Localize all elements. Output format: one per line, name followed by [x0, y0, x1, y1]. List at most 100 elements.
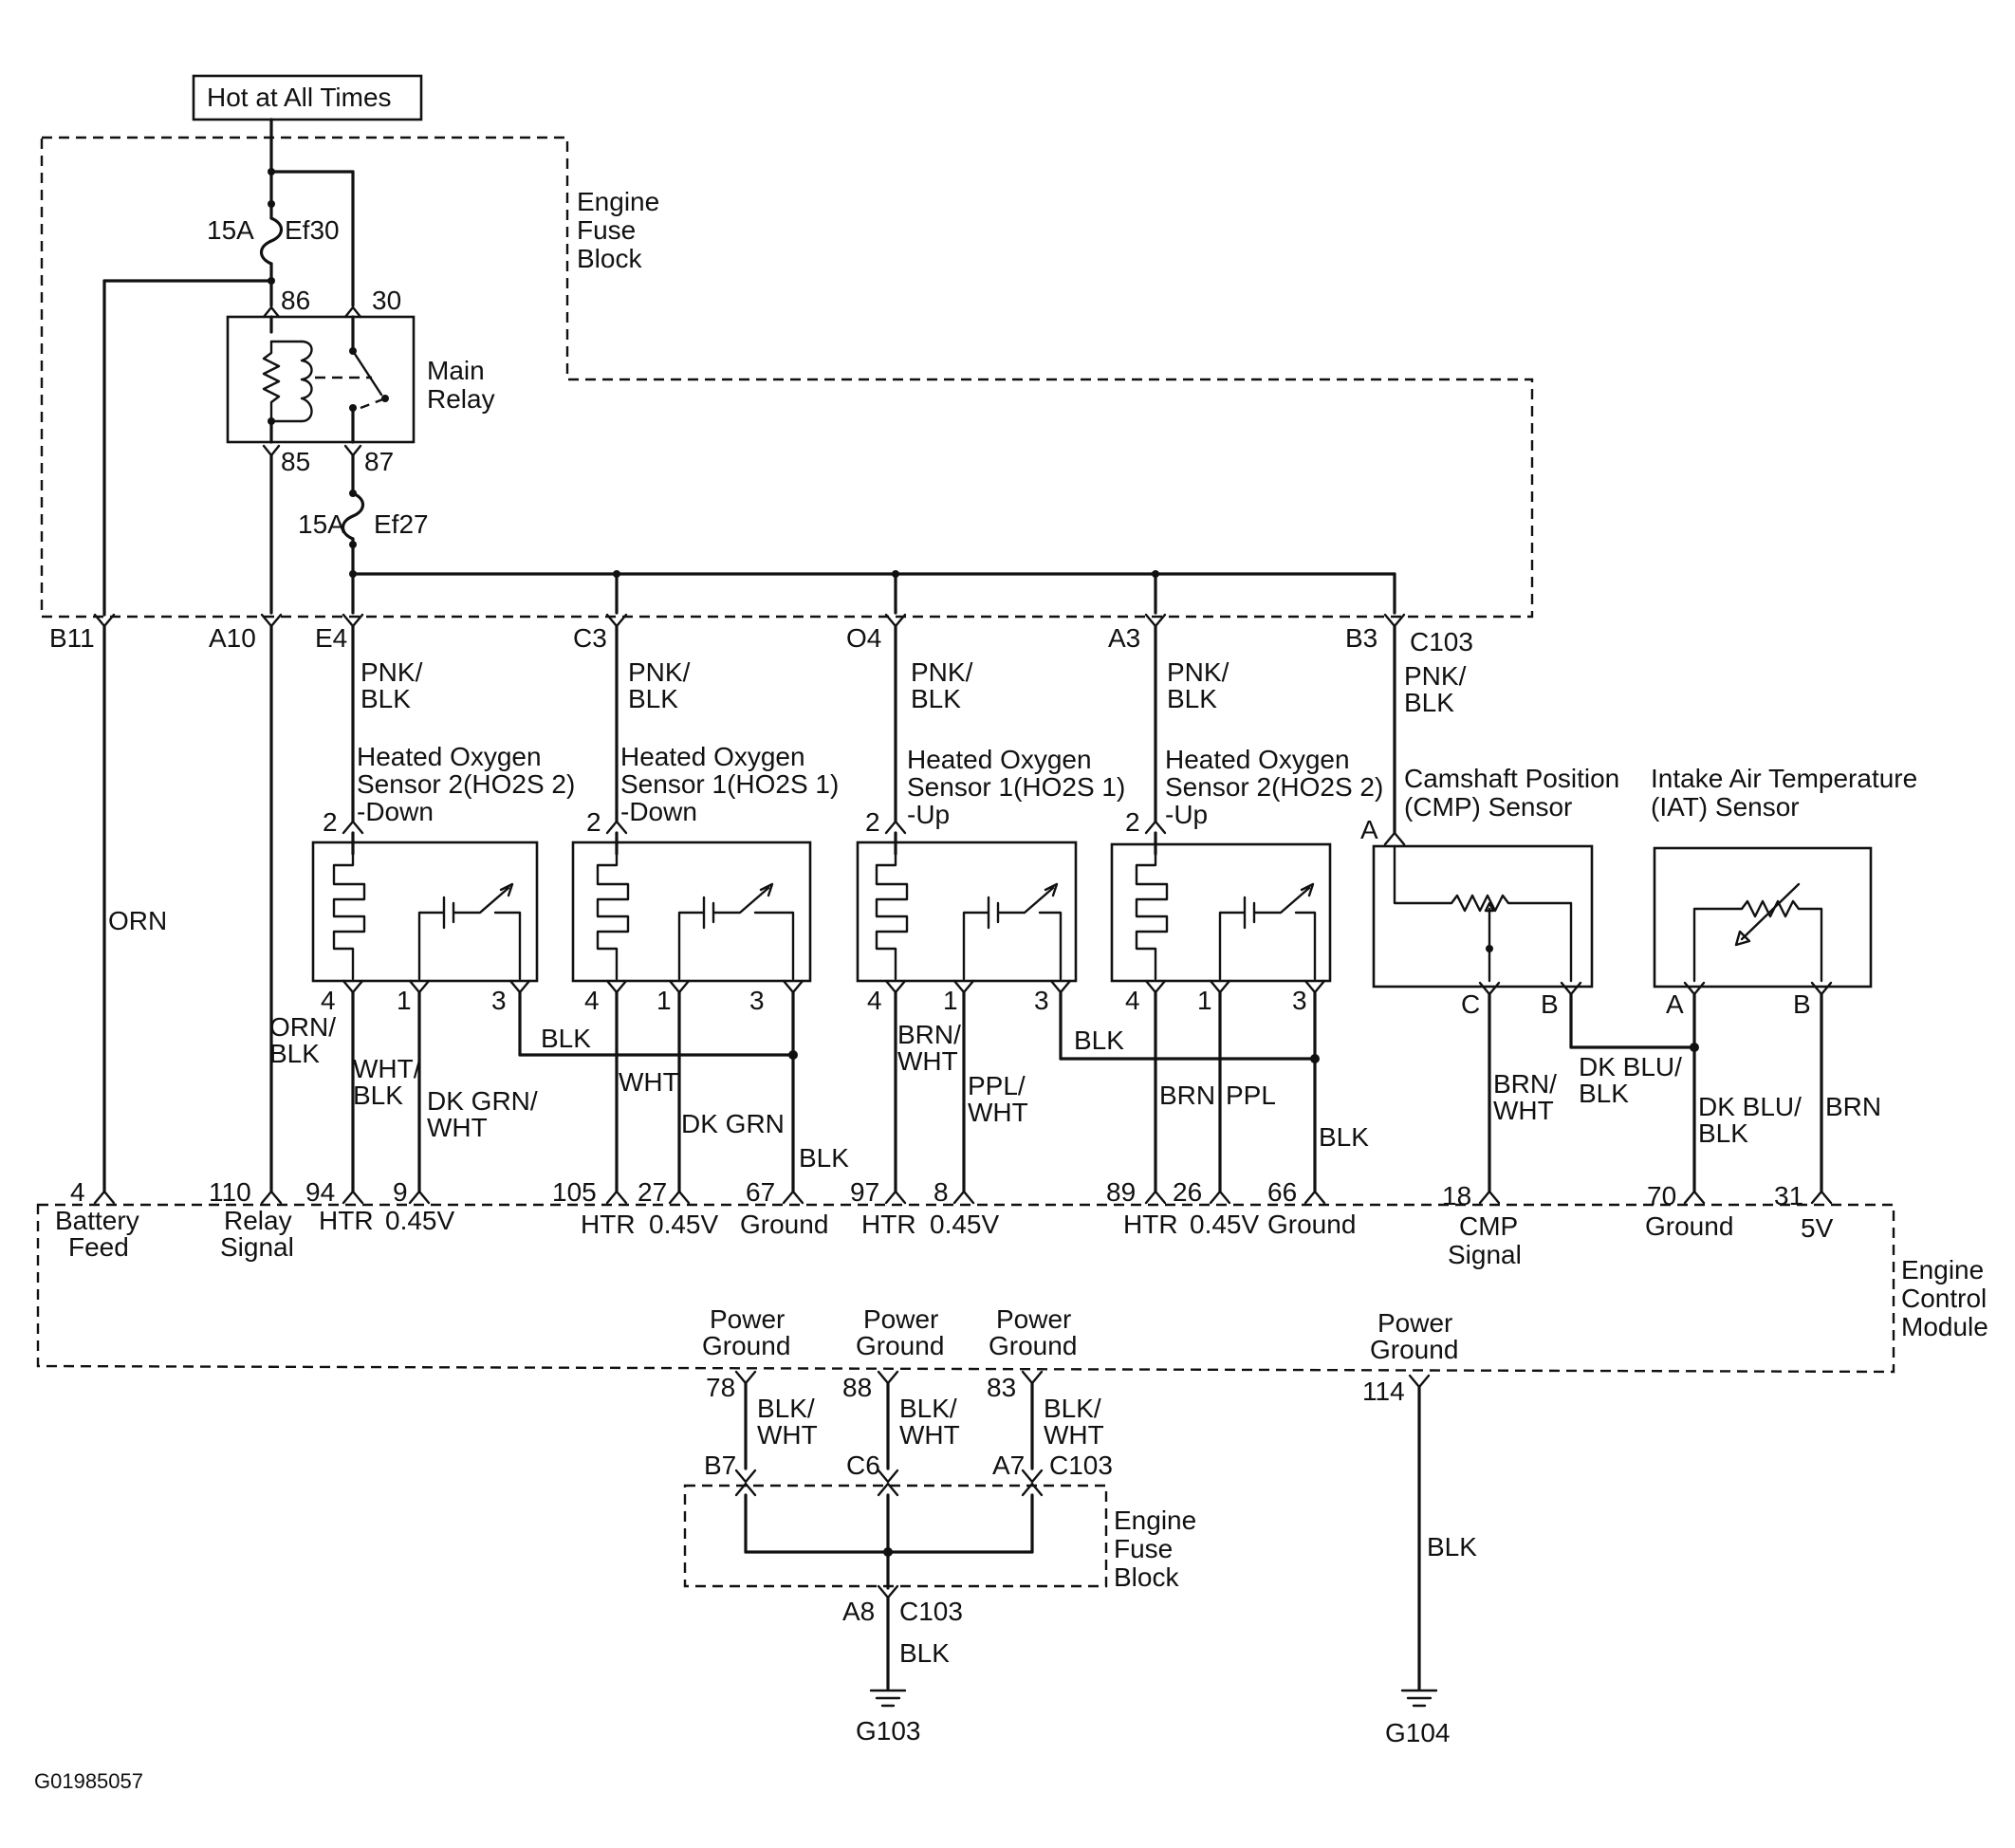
svg-text:BRN: BRN — [1159, 1081, 1215, 1110]
svg-text:-Up: -Up — [1165, 800, 1208, 829]
svg-text:0.45V: 0.45V — [649, 1210, 718, 1239]
terminal-a8: A8 — [842, 1597, 875, 1626]
main-relay — [226, 305, 416, 457]
svg-text:PNK/: PNK/ — [360, 657, 423, 687]
power-ground-labels: Power Ground Power Ground Power Ground P… — [702, 1304, 1458, 1364]
hot-at-all-times-box: Hot at All Times — [192, 74, 423, 121]
relay-signal-wire-color-2: BLK — [269, 1039, 320, 1068]
svg-text:BLK/: BLK/ — [899, 1394, 957, 1423]
svg-text:WHT/: WHT/ — [353, 1054, 421, 1083]
ho2s-1-down-sensor: Heated Oxygen Sensor 1(HO2S 1) -Down 2 4… — [571, 742, 839, 1015]
terminal-a8-connector: C103 — [899, 1597, 963, 1626]
svg-text:105: 105 — [552, 1177, 597, 1207]
lower-engine-fuse-block-outline — [683, 1484, 1108, 1588]
svg-text:Sensor 2(HO2S 2): Sensor 2(HO2S 2) — [357, 769, 575, 799]
engine-control-module-label: Engine Control Module — [1901, 1255, 1988, 1341]
terminal-e4: E4 — [315, 623, 347, 653]
iat-sensor: Intake Air Temperature (IAT) Sensor A B — [1651, 764, 1917, 1019]
svg-text:2: 2 — [586, 807, 601, 837]
svg-text:94: 94 — [305, 1177, 335, 1207]
svg-text:C: C — [1461, 989, 1480, 1019]
svg-text:-Down: -Down — [357, 797, 434, 826]
svg-text:A: A — [1666, 989, 1684, 1019]
svg-text:97: 97 — [850, 1177, 879, 1207]
feed-wires — [102, 118, 355, 617]
svg-text:Ground: Ground — [989, 1331, 1077, 1360]
engine-fuse-block-label: Engine Fuse Block — [577, 187, 659, 273]
svg-text:Ground: Ground — [1645, 1211, 1733, 1241]
relay-pin-87: 87 — [364, 447, 394, 476]
svg-text:Heated Oxygen: Heated Oxygen — [907, 745, 1092, 774]
svg-text:Heated Oxygen: Heated Oxygen — [1165, 745, 1350, 774]
svg-text:0.45V: 0.45V — [930, 1210, 999, 1239]
svg-text:BLK/: BLK/ — [757, 1394, 815, 1423]
svg-text:(CMP) Sensor: (CMP) Sensor — [1404, 792, 1572, 822]
svg-text:Fuse: Fuse — [1114, 1534, 1173, 1563]
svg-text:4: 4 — [70, 1177, 85, 1207]
svg-text:A: A — [1360, 815, 1378, 844]
svg-text:BLK: BLK — [541, 1024, 591, 1053]
svg-text:HTR: HTR — [319, 1206, 374, 1235]
svg-text:WHT: WHT — [1044, 1420, 1104, 1450]
svg-text:Ground: Ground — [1370, 1335, 1458, 1364]
svg-text:BLK: BLK — [1074, 1026, 1124, 1055]
svg-text:4: 4 — [1125, 986, 1140, 1015]
svg-text:-Up: -Up — [907, 800, 950, 829]
svg-text:HTR: HTR — [861, 1210, 916, 1239]
svg-text:1: 1 — [943, 986, 958, 1015]
svg-text:DK BLU/: DK BLU/ — [1579, 1052, 1682, 1081]
lower-fuse-block-terminals: B7 C6 A7 C103 — [704, 1451, 1113, 1480]
svg-text:BLK/: BLK/ — [1044, 1394, 1101, 1423]
terminal-a10: A10 — [209, 623, 256, 653]
svg-text:3: 3 — [491, 986, 507, 1015]
figure-id: G01985057 — [34, 1769, 143, 1793]
relay-pin-85: 85 — [281, 447, 310, 476]
svg-text:B: B — [1541, 989, 1559, 1019]
svg-text:(IAT) Sensor: (IAT) Sensor — [1651, 792, 1800, 822]
svg-text:Sensor 2(HO2S 2): Sensor 2(HO2S 2) — [1165, 772, 1383, 802]
svg-text:Block: Block — [577, 244, 642, 273]
hot-at-all-times-label: Hot at All Times — [207, 83, 392, 112]
svg-text:Battery: Battery — [55, 1206, 139, 1235]
svg-text:89: 89 — [1106, 1177, 1136, 1207]
svg-text:66: 66 — [1267, 1177, 1297, 1207]
svg-text:Ground: Ground — [702, 1331, 790, 1360]
fuse-ef30-name: Ef30 — [285, 215, 340, 245]
ho2s-2-up-sensor: Heated Oxygen Sensor 2(HO2S 2) -Up 2 4 1… — [1110, 745, 1383, 1015]
main-relay-label-1: Main — [427, 356, 485, 385]
svg-text:BLK: BLK — [911, 684, 961, 713]
svg-text:DK GRN: DK GRN — [681, 1109, 785, 1138]
svg-text:BRN: BRN — [1825, 1092, 1881, 1121]
svg-text:PNK/: PNK/ — [628, 657, 691, 687]
terminal-b3: B3 — [1345, 623, 1377, 653]
svg-text:BLK: BLK — [1319, 1122, 1369, 1152]
main-relay-label-2: Relay — [427, 384, 495, 414]
svg-text:88: 88 — [842, 1373, 872, 1402]
svg-text:3: 3 — [1034, 986, 1049, 1015]
engine-fuse-block-outline — [40, 136, 1534, 619]
svg-text:Engine: Engine — [1901, 1255, 1984, 1284]
svg-text:Power: Power — [710, 1304, 785, 1334]
svg-text:78: 78 — [706, 1373, 735, 1402]
lower-engine-fuse-block-label: Engine Fuse Block — [1114, 1506, 1196, 1592]
terminal-a3: A3 — [1108, 623, 1140, 653]
svg-text:1: 1 — [656, 986, 672, 1015]
fuse-ef27-name: Ef27 — [374, 509, 429, 539]
svg-text:PNK/: PNK/ — [911, 657, 973, 687]
svg-text:110: 110 — [209, 1177, 251, 1207]
svg-text:HTR: HTR — [1123, 1210, 1178, 1239]
svg-text:C6: C6 — [846, 1451, 880, 1480]
svg-text:4: 4 — [584, 986, 600, 1015]
cmp-sensor: Camshaft Position (CMP) Sensor A C B — [1360, 764, 1619, 1019]
svg-text:WHT: WHT — [757, 1420, 818, 1450]
svg-text:114: 114 — [1362, 1377, 1405, 1406]
svg-text:B: B — [1793, 989, 1811, 1019]
power-ground-wires — [744, 1381, 1421, 1691]
g104-label: G104 — [1385, 1718, 1451, 1747]
terminal-o4: O4 — [846, 623, 881, 653]
svg-text:Relay: Relay — [224, 1206, 292, 1235]
svg-text:8: 8 — [934, 1177, 949, 1207]
svg-text:WHT: WHT — [619, 1067, 679, 1097]
g104-ground-icon — [1400, 1689, 1438, 1708]
